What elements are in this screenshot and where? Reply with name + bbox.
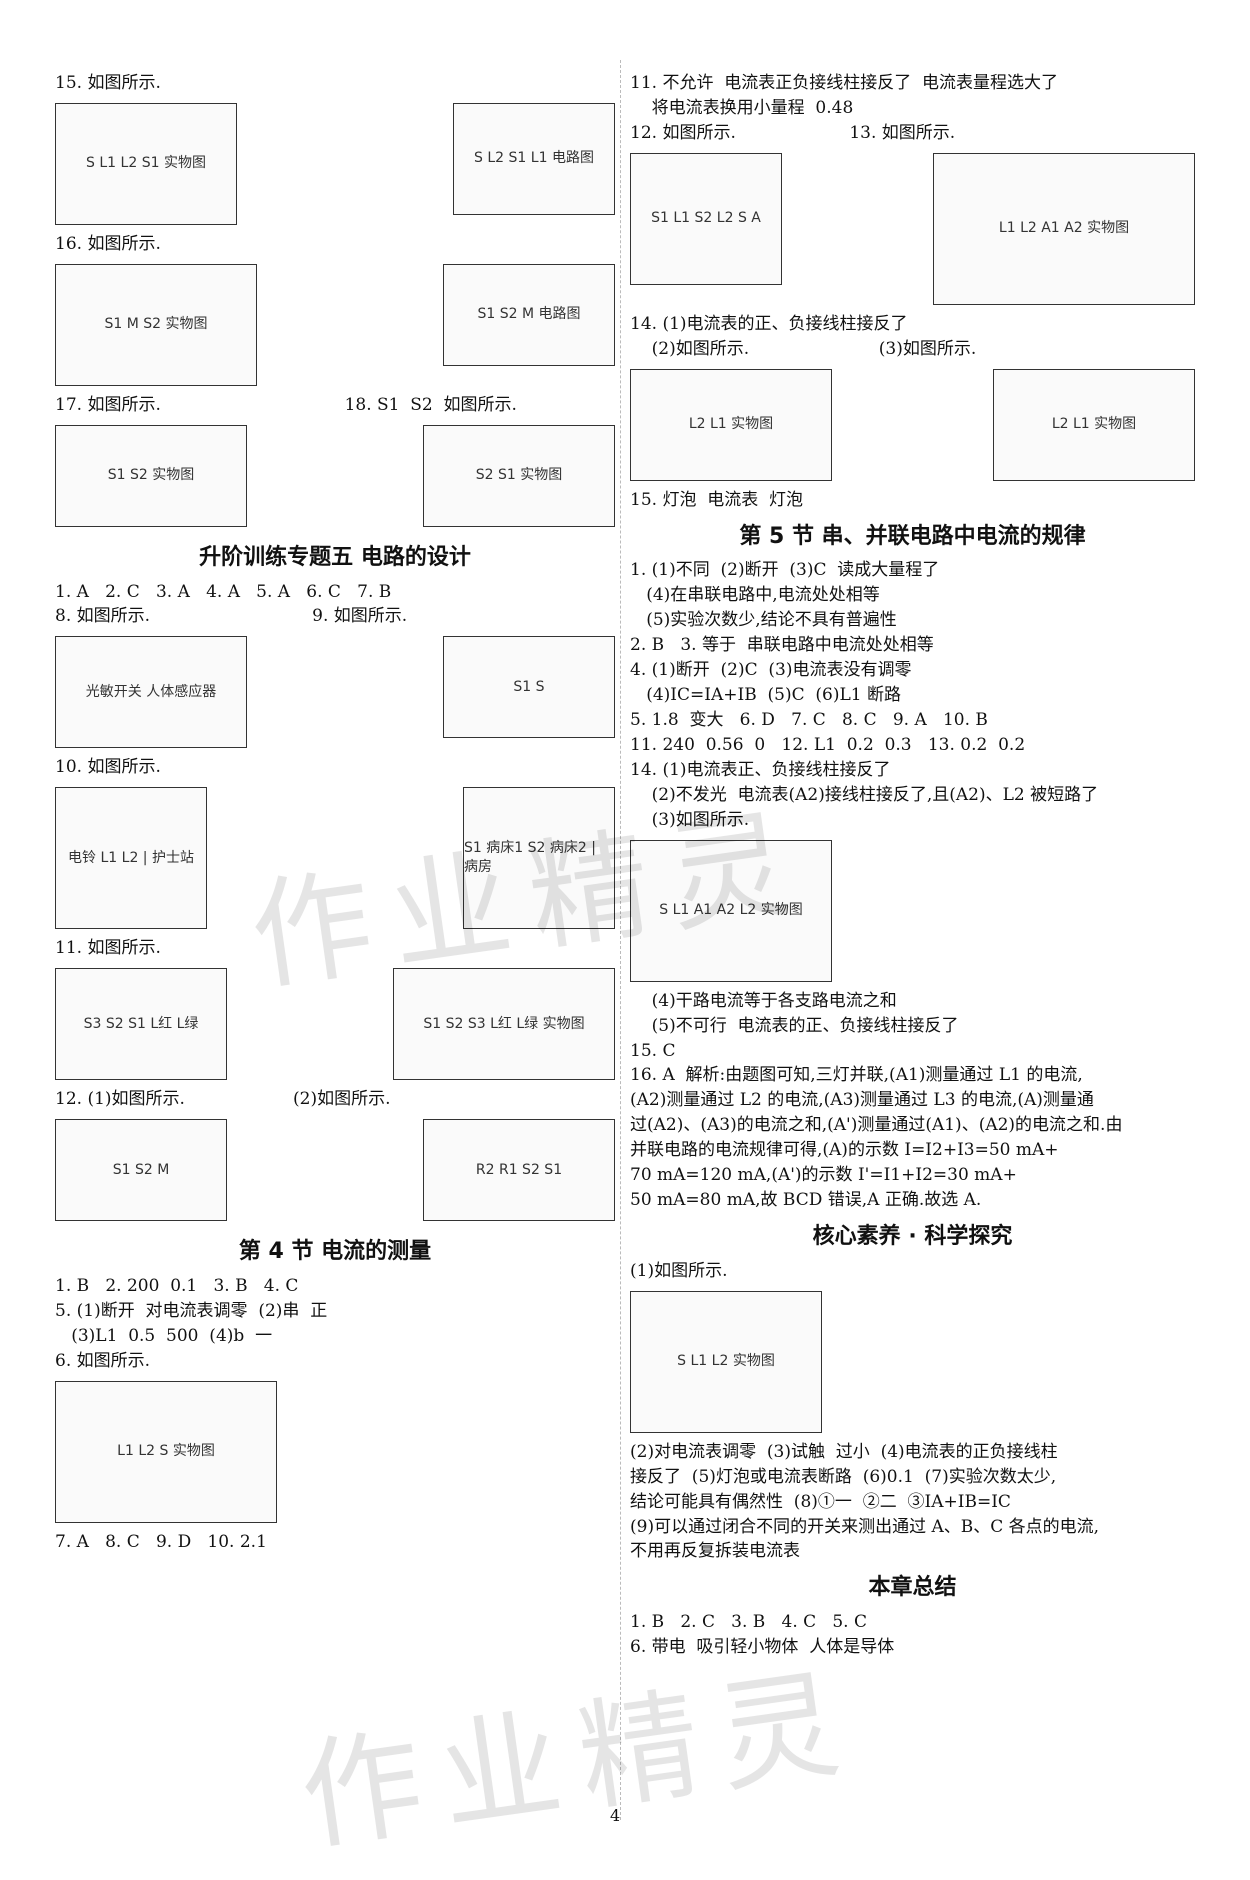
circuit-diagram: L2 L1 实物图 bbox=[993, 368, 1195, 481]
section-heading: 核心素养 · 科学探究 bbox=[812, 1224, 1013, 1250]
answer-line: 过(A2)、(A3)的电流之和,(A')测量通过(A1)、(A2)的电流之和.由 bbox=[630, 1115, 1123, 1136]
figure-row: S1 M S2 实物图 S1 S2 M 电路图 bbox=[55, 258, 615, 392]
circuit-diagram: L2 L1 实物图 bbox=[630, 368, 832, 481]
answer-line: 15. 灯泡 电流表 灯泡 bbox=[630, 489, 804, 510]
answer-line: 结论可能具有偶然性 (8)①一 ②二 ③IA+IB=IC bbox=[630, 1491, 1011, 1512]
answer-line: 4. (1)断开 (2)C (3)电流表没有调零 bbox=[630, 660, 912, 681]
answer-line: 2. B 3. 等于 串联电路中电流处处相等 bbox=[630, 635, 934, 656]
answer-line: 10. 如图所示. bbox=[55, 757, 161, 778]
circuit-diagram: S1 S2 M 电路图 bbox=[443, 263, 615, 366]
answer-line: 11. 如图所示. bbox=[55, 938, 161, 959]
answer-line: 将电流表换用小量程 0.48 bbox=[630, 97, 854, 118]
answer-line: (5)实验次数少,结论不具有普遍性 bbox=[630, 610, 897, 631]
right-column: 11. 不允许 电流表正负接线柱接反了 电流表量程选大了 将电流表换用小量程 0… bbox=[630, 70, 1195, 1661]
answer-line: (4)在串联电路中,电流处处相等 bbox=[630, 585, 880, 606]
figure-row: S1 L1 S2 L2 S A L1 L2 A1 A2 实物图 bbox=[630, 147, 1195, 311]
figure-row: S L1 L2 实物图 bbox=[630, 1285, 1195, 1439]
answer-line: 11. 240 0.56 0 12. L1 0.2 0.3 13. 0.2 0.… bbox=[630, 734, 1026, 755]
circuit-diagram: S1 L1 S2 L2 S A bbox=[630, 152, 782, 285]
answer-line: (2)不发光 电流表(A2)接线柱接反了,且(A2)、L2 被短路了 bbox=[630, 784, 1099, 805]
figure-row: S1 S2 实物图 S2 S1 实物图 bbox=[55, 419, 615, 533]
answer-line: 1. (1)不同 (2)断开 (3)C 读成大量程了 bbox=[630, 560, 940, 581]
answer-line: 16. 如图所示. bbox=[55, 233, 161, 254]
column-divider bbox=[620, 60, 622, 1820]
answer-line: (4)干路电流等于各支路电流之和 bbox=[630, 990, 897, 1011]
figure-row: L1 L2 S 实物图 bbox=[55, 1375, 615, 1529]
answer-line: (A2)测量通过 L2 的电流,(A3)测量通过 L3 的电流,(A)测量通 bbox=[630, 1090, 1094, 1111]
circuit-diagram: 光敏开关 人体感应器 bbox=[55, 636, 247, 749]
answer-line: 1. A 2. C 3. A 4. A 5. A 6. C 7. B bbox=[55, 581, 392, 602]
figure-row: S L1 A1 A2 L2 实物图 bbox=[630, 834, 1195, 988]
answer-line: (9)可以通过闭合不同的开关来测出通过 A、B、C 各点的电流, bbox=[630, 1516, 1100, 1537]
answer-line: 1. B 2. C 3. B 4. C 5. C bbox=[630, 1612, 867, 1633]
section-heading: 第 4 节 电流的测量 bbox=[238, 1239, 432, 1265]
answer-line: 8. 如图所示. 9. 如图所示. bbox=[55, 606, 408, 627]
answer-line: 12. 如图所示. 13. 如图所示. bbox=[630, 122, 956, 143]
answer-line: 7. A 8. C 9. D 10. 2.1 bbox=[55, 1531, 267, 1552]
figure-row: 光敏开关 人体感应器 S1 S bbox=[55, 630, 615, 754]
circuit-diagram: S1 S2 S3 L红 L绿 实物图 bbox=[393, 968, 615, 1081]
answer-line: (5)不可行 电流表的正、负接线柱接反了 bbox=[630, 1015, 959, 1036]
answer-line: 并联电路的电流规律可得,(A)的示数 I=I2+I3=50 mA+ bbox=[630, 1140, 1059, 1161]
answer-line: (3)如图所示. bbox=[630, 809, 750, 830]
circuit-diagram: L1 L2 A1 A2 实物图 bbox=[933, 152, 1195, 305]
answer-line: 15. C bbox=[630, 1040, 676, 1061]
circuit-diagram: S1 M S2 实物图 bbox=[55, 263, 257, 386]
circuit-diagram: S1 S2 M bbox=[55, 1119, 227, 1222]
answer-line: 11. 不允许 电流表正负接线柱接反了 电流表量程选大了 bbox=[630, 73, 1059, 93]
section-heading: 第 5 节 串、并联电路中电流的规律 bbox=[739, 523, 1086, 549]
watermark-bottom: 作业精灵 bbox=[292, 1652, 867, 1869]
circuit-diagram: R2 R1 S2 S1 bbox=[423, 1119, 615, 1222]
figure-row: S3 S2 S1 L红 L绿 S1 S2 S3 L红 L绿 实物图 bbox=[55, 962, 615, 1086]
answer-line: 14. (1)电流表正、负接线柱接反了 bbox=[630, 759, 891, 780]
answer-line: 接反了 (5)灯泡或电流表断路 (6)0.1 (7)实验次数太少, bbox=[630, 1466, 1057, 1487]
answer-line: 6. 带电 吸引轻小物体 人体是导体 bbox=[630, 1637, 895, 1657]
answer-line: 5. 1.8 变大 6. D 7. C 8. C 9. A 10. B bbox=[630, 709, 988, 730]
answer-line: 16. A 解析:由题图可知,三灯并联,(A1)测量通过 L1 的电流, bbox=[630, 1065, 1083, 1086]
answer-line: 6. 如图所示. bbox=[55, 1350, 151, 1371]
answer-line: 1. B 2. 200 0.1 3. B 4. C bbox=[55, 1275, 299, 1296]
circuit-diagram: S1 S bbox=[443, 636, 615, 739]
left-column: 15. 如图所示. S L1 L2 S1 实物图 S L2 S1 L1 电路图 16.… bbox=[55, 70, 615, 1556]
section-heading: 升阶训练专题五 电路的设计 bbox=[199, 544, 471, 570]
figure-row: S1 S2 M R2 R1 S2 S1 bbox=[55, 1113, 615, 1227]
figure-row: 电铃 L1 L2 | 护士站 S1 病床1 S2 病床2 | 病房 bbox=[55, 781, 615, 935]
figure-row: L2 L1 实物图 L2 L1 实物图 bbox=[630, 363, 1195, 487]
figure-row: S L1 L2 S1 实物图 S L2 S1 L1 电路图 bbox=[55, 97, 615, 231]
answer-line: (3)L1 0.5 500 (4)b 一 bbox=[55, 1325, 273, 1346]
answer-line: 70 mA=120 mA,(A')的示数 I'=I1+I2=30 mA+ bbox=[630, 1165, 1017, 1186]
answer-line: 12. (1)如图所示. (2)如图所示. bbox=[55, 1089, 391, 1110]
circuit-diagram: S3 S2 S1 L红 L绿 bbox=[55, 968, 227, 1081]
answer-line: 5. (1)断开 对电流表调零 (2)串 正 bbox=[55, 1300, 328, 1321]
circuit-diagram: S1 病床1 S2 病床2 | 病房 bbox=[463, 787, 615, 930]
circuit-diagram: S2 S1 实物图 bbox=[423, 424, 615, 527]
answer-line: 不用再反复拆装电流表 bbox=[630, 1541, 800, 1562]
answer-line: (2)对电流表调零 (3)试触 过小 (4)电流表的正负接线柱 bbox=[630, 1441, 1058, 1462]
circuit-diagram: S L1 L2 S1 实物图 bbox=[55, 102, 237, 225]
answer-line: 50 mA=80 mA,故 BCD 错误,A 正确.故选 A. bbox=[630, 1190, 982, 1211]
answer-line: 15. 如图所示. bbox=[55, 73, 161, 93]
circuit-diagram: S1 S2 实物图 bbox=[55, 424, 247, 527]
circuit-diagram: S L1 L2 实物图 bbox=[630, 1290, 822, 1433]
answer-line: 14. (1)电流表的正、负接线柱接反了 bbox=[630, 313, 908, 334]
answer-line: (1)如图所示. bbox=[630, 1260, 728, 1281]
circuit-diagram: S L1 A1 A2 L2 实物图 bbox=[630, 839, 832, 982]
circuit-diagram: L1 L2 S 实物图 bbox=[55, 1380, 277, 1523]
circuit-diagram: S L2 S1 L1 电路图 bbox=[453, 102, 615, 215]
answer-line: 17. 如图所示. 18. S1 S2 如图所示. bbox=[55, 394, 517, 415]
page-number: 4 bbox=[610, 1806, 621, 1825]
circuit-diagram: 电铃 L1 L2 | 护士站 bbox=[55, 787, 207, 930]
answer-line: (4)IC=IA+IB (5)C (6)L1 断路 bbox=[630, 685, 902, 705]
section-heading: 本章总结 bbox=[868, 1575, 957, 1601]
answer-line: (2)如图所示. (3)如图所示. bbox=[630, 338, 977, 359]
